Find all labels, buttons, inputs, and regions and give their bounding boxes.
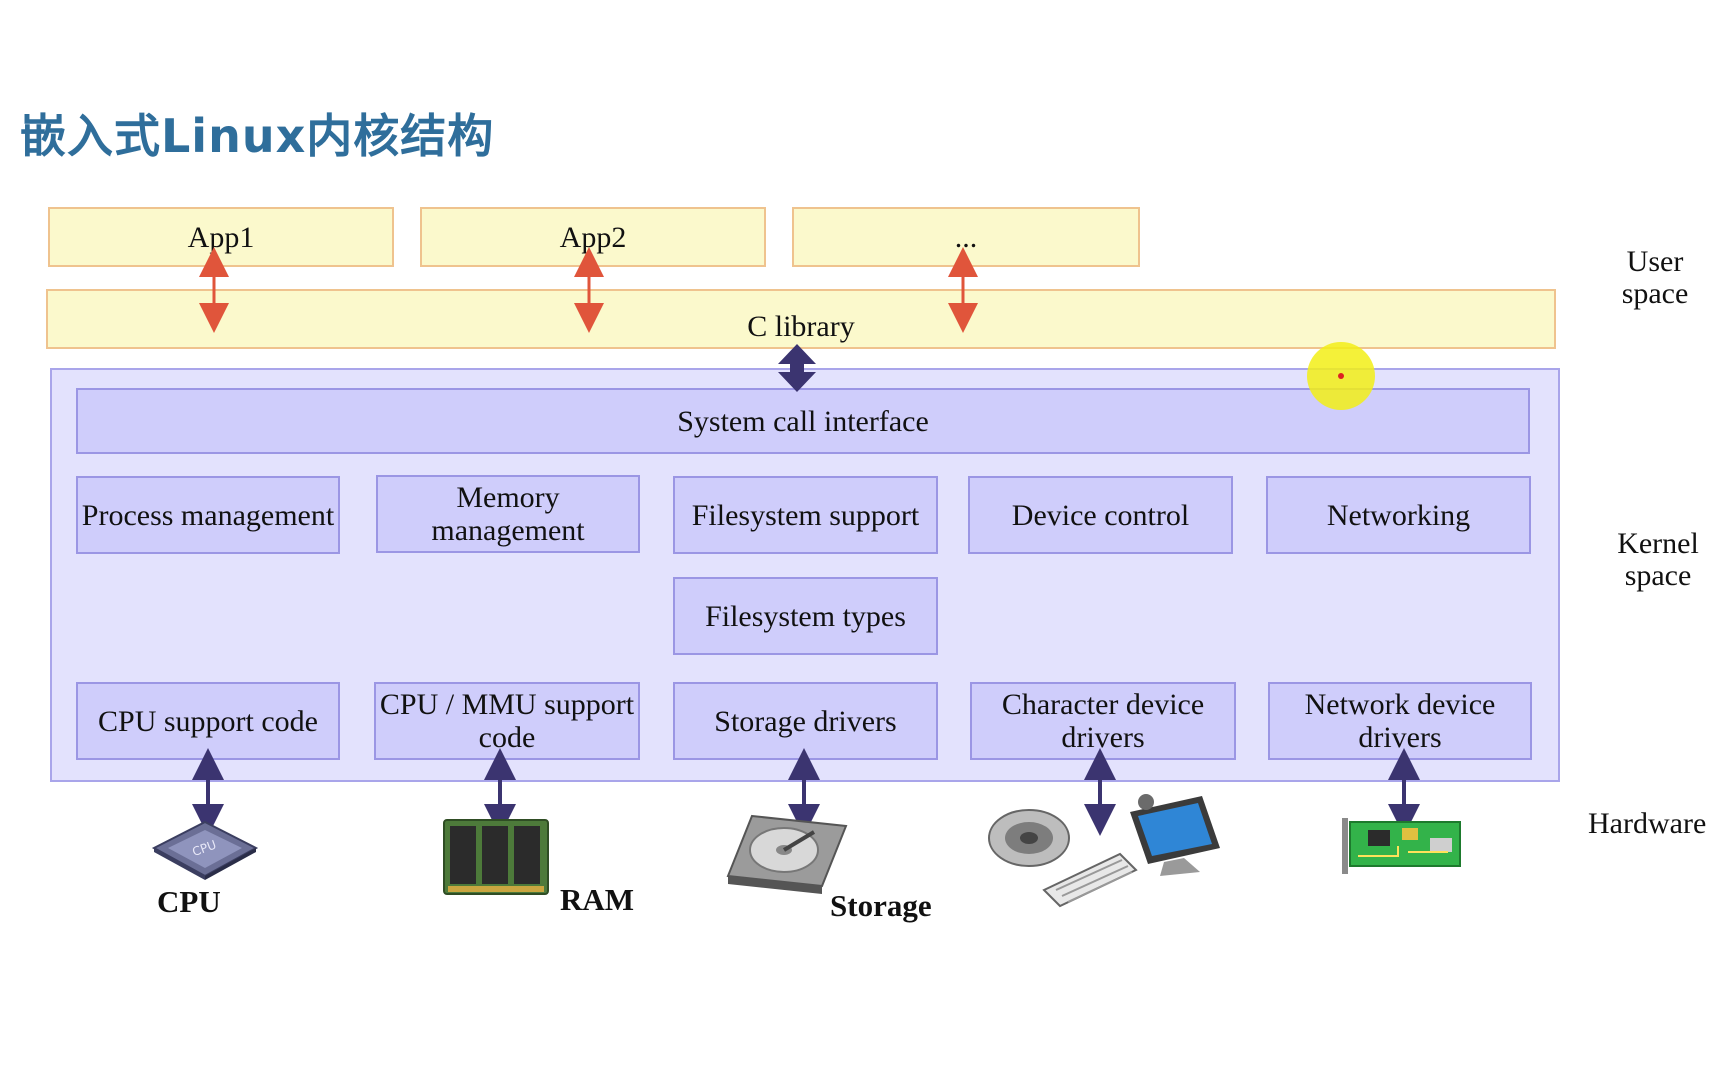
cpu-mmu-support-code-box: CPU / MMU support code [374,682,640,760]
c-library-box: C library [46,289,1556,349]
character-device-drivers-label: Character device drivers [1001,688,1205,754]
user-space-text: User space [1621,245,1689,310]
network-card-icon [1342,818,1461,874]
memory-management-label: Memory management [431,481,585,547]
filesystem-support-box: Filesystem support [673,476,938,554]
filesystem-types-label: Filesystem types [705,599,906,633]
kernel-space-label: Kernel space [1596,528,1720,592]
ram-module-icon [443,819,549,895]
cpu-hw-label: CPU [157,884,221,919]
page-title: 嵌入式Linux内核结构 [20,109,495,163]
clib-syscall-arrow [778,344,816,392]
hardware-label: Hardware [1588,808,1706,840]
process-management-box: Process management [76,476,340,554]
networking-label: Networking [1326,498,1471,532]
syscall-interface-box: System call interface [76,388,1530,454]
app1-box: App1 [48,207,394,267]
device-control-box: Device control [968,476,1233,554]
kernel-space-text: Kernel space [1617,527,1699,592]
monitor-icon [1130,794,1220,876]
user-space-label: User space [1595,246,1715,310]
cpu-chip-icon: CPU [151,820,259,880]
cpu-support-code-label: CPU support code [98,704,318,738]
storage-drivers-box: Storage drivers [673,682,938,760]
memory-management-box: Memory management [376,475,640,553]
hard-disk-icon [726,814,848,894]
storage-hw-label: Storage [830,888,932,923]
filesystem-support-label: Filesystem support [691,498,920,532]
speaker-icon [988,809,1070,867]
networking-box: Networking [1266,476,1531,554]
filesystem-types-box: Filesystem types [673,577,938,655]
hardware-text: Hardware [1588,807,1707,840]
cpu-mmu-support-code-label: CPU / MMU support code [379,688,635,754]
c-library-label: C library [747,309,855,343]
cursor-dot [1338,373,1344,379]
app-more-label: ... [954,220,978,254]
storage-drivers-label: Storage drivers [714,704,897,738]
network-device-drivers-box: Network device drivers [1268,682,1532,760]
process-management-label: Process management [81,498,335,532]
ram-hw-label: RAM [560,882,635,917]
character-device-drivers-box: Character device drivers [970,682,1236,760]
syscall-interface-label: System call interface [677,404,929,438]
device-control-label: Device control [1011,498,1190,532]
network-device-drivers-label: Network device drivers [1304,688,1496,754]
keyboard-icon [1042,852,1138,908]
